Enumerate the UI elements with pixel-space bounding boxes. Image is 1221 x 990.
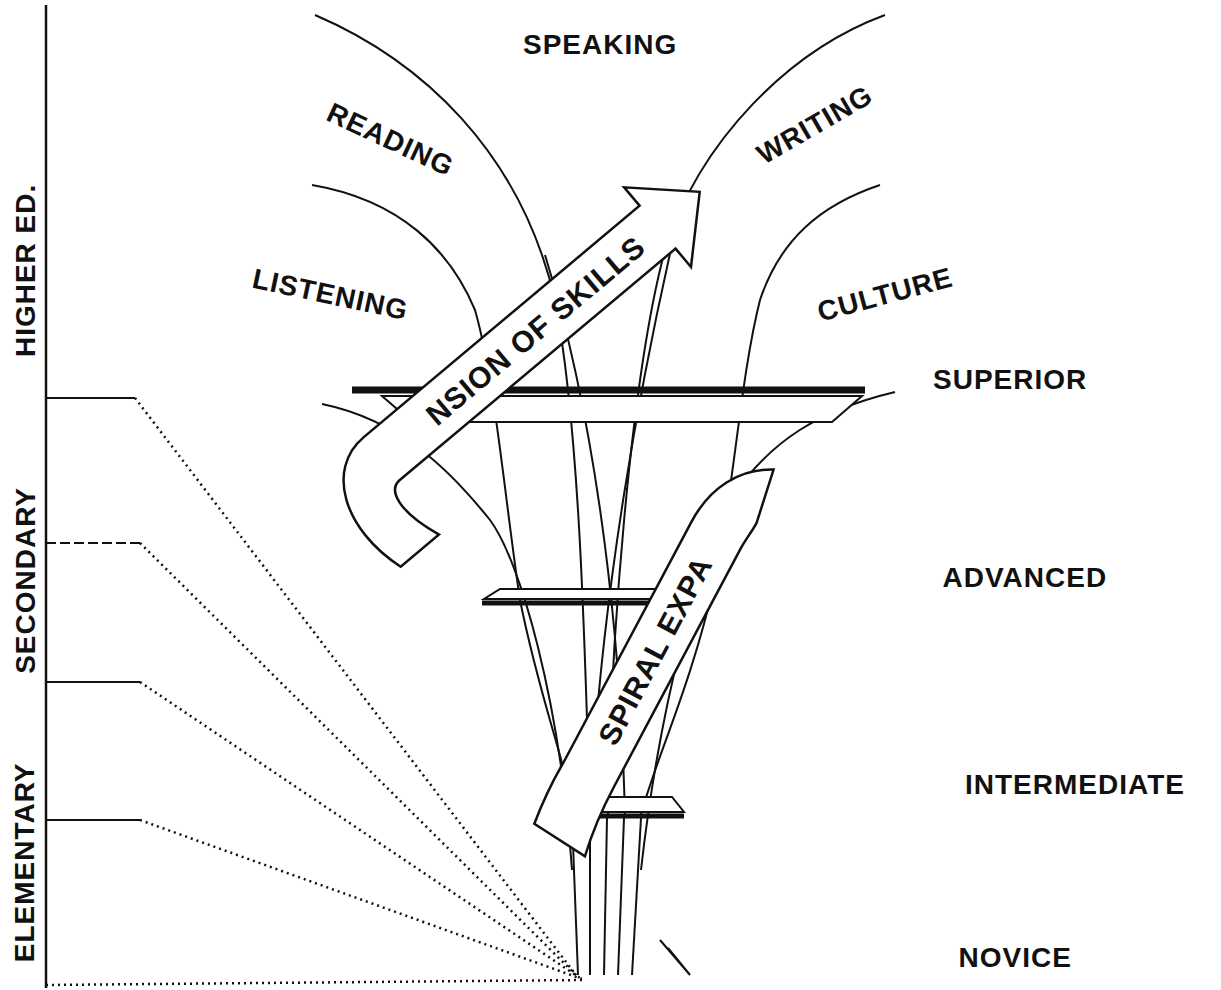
skill-label: LISTENING	[246, 263, 415, 328]
school-level-label: ELEMENTARY	[10, 758, 41, 966]
skill-label: SPEAKING	[519, 30, 681, 61]
ribbon-text: SPIRAL EXPA	[590, 547, 721, 753]
proficiency-level-label: NOVICE	[955, 943, 1076, 974]
proficiency-level-label: SUPERIOR	[929, 365, 1091, 396]
proficiency-level-label: ADVANCED	[939, 563, 1112, 594]
proficiency-level-label: INTERMEDIATE	[961, 770, 1189, 801]
skill-label: CULTURE	[810, 261, 960, 329]
ribbon-text: NSION OF SKILLS	[416, 226, 654, 433]
school-level-label: HIGHER ED.	[11, 179, 42, 360]
skill-label: READING	[318, 95, 462, 184]
skill-label: WRITING	[748, 77, 881, 172]
school-level-label: SECONDARY	[11, 482, 42, 677]
